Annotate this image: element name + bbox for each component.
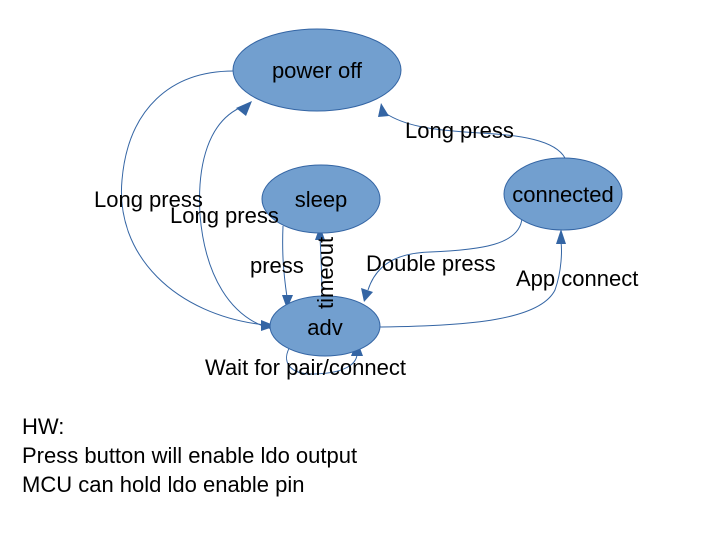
edge-connected-to-adv-double-press [361, 217, 523, 302]
label-timeout: timeout [313, 237, 338, 309]
svg-text:sleep: sleep [295, 187, 348, 212]
label-long-press-2: Long press [170, 203, 279, 228]
hw-notes: HW: Press button will enable ldo output … [22, 412, 357, 499]
edge-connected-to-poweroff-long-press [378, 103, 566, 159]
edge-poweroff-to-adv-long-press [120, 70, 276, 331]
label-long-press-1: Long press [94, 187, 203, 212]
svg-text:adv: adv [307, 315, 342, 340]
label-wait-for-pair-connect: Wait for pair/connect [205, 355, 406, 380]
label-press: press [250, 253, 304, 278]
node-connected: connected [503, 157, 623, 231]
label-long-press-3: Long press [405, 118, 514, 143]
node-power-off: power off [232, 28, 402, 112]
node-adv: adv [269, 295, 381, 357]
edge-sleep-to-adv-press [282, 225, 293, 309]
svg-text:power off: power off [272, 58, 363, 83]
label-double-press: Double press [366, 251, 496, 276]
hw-notes-line-2: MCU can hold ldo enable pin [22, 472, 305, 497]
svg-text:connected: connected [512, 182, 614, 207]
edge-adv-to-poweroff-long-press [199, 101, 273, 330]
node-sleep: sleep [261, 164, 381, 234]
hw-notes-line-1: Press button will enable ldo output [22, 443, 358, 468]
label-app-connect: App connect [516, 266, 638, 291]
hw-notes-title: HW: [22, 414, 65, 439]
edge-adv-to-connected-app-connect [379, 229, 566, 328]
